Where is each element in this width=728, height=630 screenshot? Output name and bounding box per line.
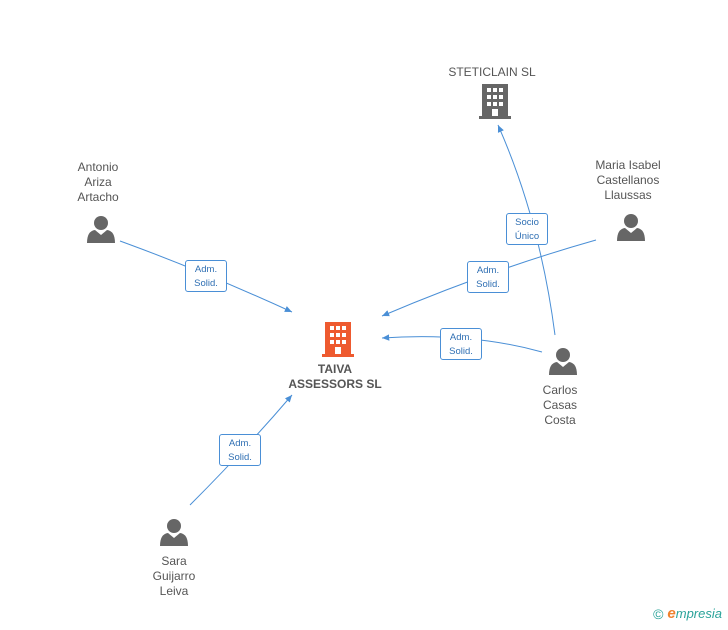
person-icon[interactable] — [617, 214, 645, 241]
building-icon[interactable] — [322, 322, 354, 357]
main-company-label[interactable]: TAIVA ASSESSORS SL — [288, 362, 382, 391]
edge-label-sara: Adm. Solid. — [219, 434, 261, 466]
edge-label-carlos-steticlain: Socio Único — [506, 213, 548, 245]
steticlain-company-label[interactable]: STETICLAIN SL — [448, 65, 536, 79]
brand-footer: © empresia — [653, 605, 722, 622]
person-label-antonio[interactable]: Antonio Ariza Artacho — [77, 160, 119, 204]
building-icon[interactable] — [479, 84, 511, 119]
brand-logo[interactable]: empresia — [667, 605, 722, 622]
person-label-sara[interactable]: Sara Guijarro Leiva — [152, 554, 196, 598]
edge-label-carlos: Adm. Solid. — [440, 328, 482, 360]
edge-label-antonio: Adm. Solid. — [185, 260, 227, 292]
person-icon[interactable] — [160, 519, 188, 546]
person-label-maria[interactable]: Maria Isabel Castellanos Llaussas — [595, 158, 661, 202]
person-label-carlos[interactable]: Carlos Casas Costa — [542, 383, 578, 427]
person-icon[interactable] — [549, 348, 577, 375]
edge-label-maria: Adm. Solid. — [467, 261, 509, 293]
copyright-icon: © — [653, 605, 664, 622]
person-icon[interactable] — [87, 216, 115, 243]
